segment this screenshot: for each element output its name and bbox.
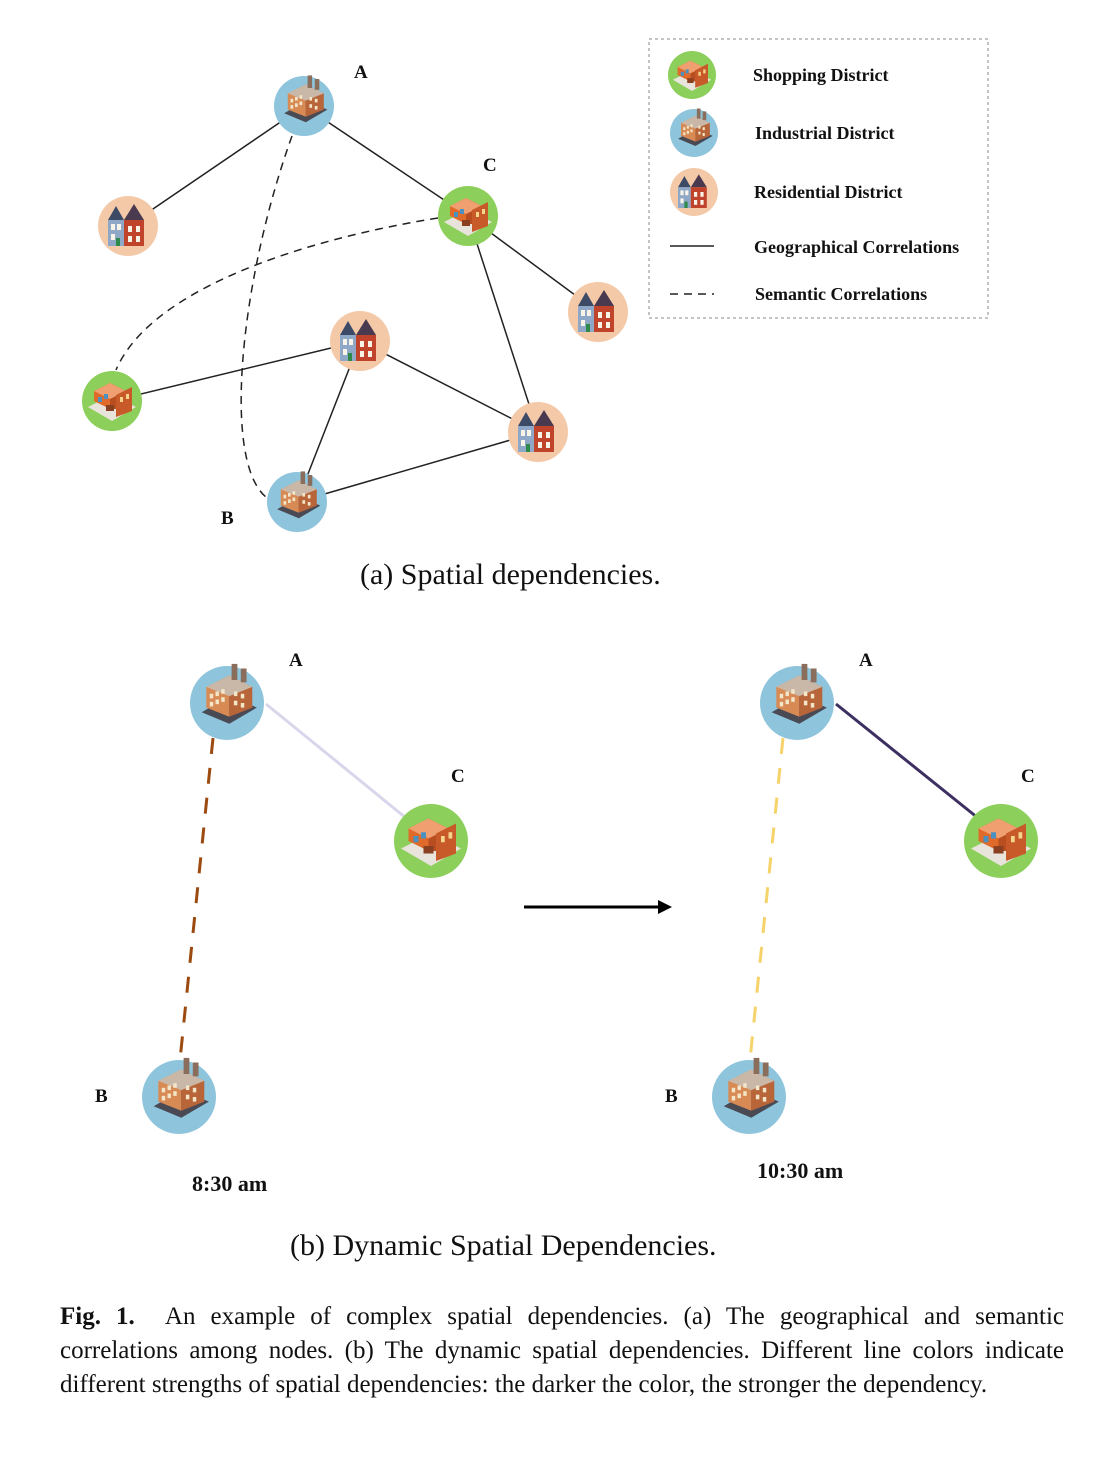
sem-edge-A-B (240, 135, 293, 501)
legend-residential-label: Residential District (754, 182, 902, 202)
panel-a-label-A: A (354, 62, 368, 83)
node-10-30-C (964, 804, 1038, 878)
edge-8-30-A-B (178, 737, 215, 1061)
node-10-30-A (760, 663, 834, 740)
legend-industrial-icon (670, 108, 718, 157)
geo-edge-B-res4 (296, 431, 539, 503)
panel-b-right-label-A: A (859, 650, 873, 671)
geo-edge-C-res4 (467, 215, 539, 433)
panel-a-label-C: C (483, 155, 497, 176)
figure-caption-text: An example of complex spatial dependenci… (60, 1303, 1065, 1398)
geo-edge-A-res1 (127, 105, 305, 227)
panel-a-label-B: B (221, 508, 234, 529)
edge-10-30-A-C (835, 702, 979, 820)
panel-b-right-time: 10:30 am (757, 1158, 843, 1183)
panel-b-right-label-B: B (665, 1086, 678, 1107)
node-10-30-B (712, 1057, 786, 1134)
node-residential-1 (98, 196, 158, 256)
edge-10-30-A-B (748, 737, 785, 1061)
figure-caption-label: Fig. 1. (60, 1303, 135, 1330)
time-transition-arrow (524, 900, 672, 914)
node-C-shopping (438, 186, 498, 246)
figure-caption: Fig. 1. An example of complex spatial de… (60, 1300, 1064, 1402)
panel-b-left-label-C: C (451, 766, 465, 787)
node-residential-4 (508, 402, 568, 462)
panel-a-caption: (a) Spatial dependencies. (360, 558, 661, 591)
legend-box (648, 38, 989, 319)
legend-semantic-label: Semantic Correlations (755, 284, 927, 304)
panel-b-left-label-B: B (95, 1086, 108, 1107)
panel-b-right-label-C: C (1021, 766, 1035, 787)
panel-a-nodes (82, 75, 628, 532)
panel-b-right: A C B 10:30 am (665, 650, 1038, 1183)
legend-geographical-label: Geographical Correlations (754, 237, 959, 257)
sem-edge-C-shop2 (115, 217, 439, 371)
node-shopping-2 (82, 371, 142, 431)
node-B-industrial (267, 471, 327, 532)
panel-b-left: A C B 8:30 am (95, 650, 468, 1196)
edge-8-30-A-C (265, 702, 407, 820)
legend-shopping-icon (668, 51, 716, 99)
node-8-30-A (190, 663, 264, 740)
legend-industrial-label: Industrial District (755, 123, 895, 143)
panel-b-caption: (b) Dynamic Spatial Dependencies. (290, 1229, 717, 1262)
legend-residential-icon (670, 168, 718, 216)
node-8-30-C (394, 804, 468, 878)
geo-edge-res3-res4 (359, 340, 539, 433)
node-8-30-B (142, 1057, 216, 1134)
panel-b-left-time: 8:30 am (192, 1171, 267, 1196)
geo-edge-shop2-res3 (111, 340, 361, 402)
legend-shopping-label: Shopping District (753, 65, 889, 85)
node-residential-2 (568, 282, 628, 342)
panel-b-left-label-A: A (289, 650, 303, 671)
legend: Shopping District Industrial District Re… (648, 38, 989, 319)
geo-edge-A-C (303, 105, 469, 217)
node-A-industrial (274, 75, 334, 136)
node-residential-3 (330, 311, 390, 371)
